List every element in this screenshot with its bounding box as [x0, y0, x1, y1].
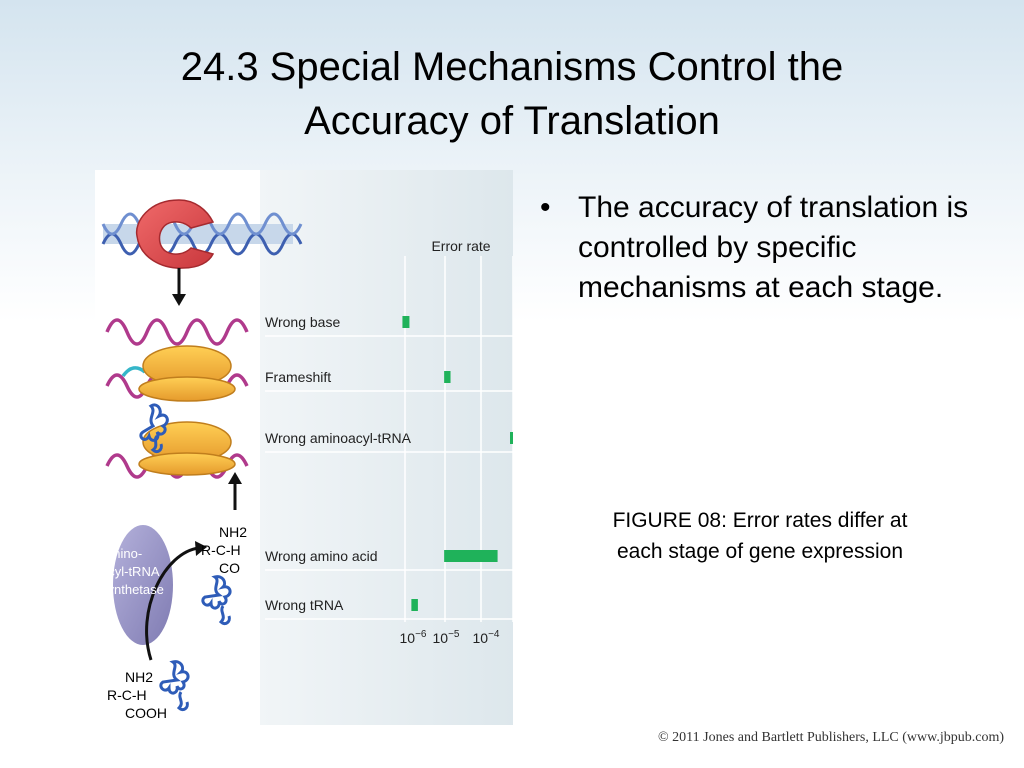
synthetase-label-line-2: acyl-tRNA — [101, 564, 160, 579]
bullet-list: The accuracy of translation is controlle… — [540, 188, 970, 308]
ribosome-small-subunit-icon — [138, 452, 236, 476]
free-amino-acid-line-3: COOH — [125, 705, 167, 721]
mrna-wave-icon — [105, 318, 249, 346]
chart-title: Error rate — [431, 238, 490, 254]
category-label: Wrong tRNA — [265, 597, 344, 613]
up-arrow-icon — [228, 472, 242, 510]
rna-polymerase-icon — [135, 199, 215, 269]
free-amino-acid-line-2: R-C-H — [107, 687, 147, 703]
charged-trna-anticodon-loop — [218, 605, 231, 626]
synthetase-label-line-1: Amino- — [101, 546, 142, 561]
caption-line-1: FIGURE 08: Error rates differ at — [612, 509, 908, 532]
category-label: Wrong amino acid — [265, 548, 378, 564]
reaction-arrow — [145, 546, 200, 661]
ribosome-with-trna-illustration — [105, 403, 249, 479]
copyright-notice: © 2011 Jones and Bartlett Publishers, LL… — [658, 730, 1004, 745]
trna-icon — [139, 403, 169, 442]
uncharged-trna-icon — [159, 660, 190, 695]
x-tick-label: 10−5 — [433, 629, 460, 646]
uncharged-trna-anticodon-loop — [176, 691, 189, 712]
category-label: Wrong base — [265, 314, 340, 330]
free-amino-acid-line-1: NH2 — [125, 669, 153, 685]
figure-svg: Amino- acyl-tRNA synthetase NH2 R-C-H CO… — [101, 199, 513, 721]
dna-transcription-illustration — [101, 199, 303, 269]
error-rate-panel-background — [260, 170, 513, 725]
ribosome-on-mrna-illustration — [105, 345, 249, 402]
bullet-item: The accuracy of translation is controlle… — [540, 188, 970, 308]
category-label: Wrong aminoacyl-tRNA — [265, 430, 412, 446]
mrna-highlight — [121, 366, 147, 378]
synthetase-label-line-3: synthetase — [101, 582, 164, 597]
charged-trna-icon — [201, 575, 232, 610]
slide-title-line-1: 24.3 Special Mechanisms Control the — [180, 45, 844, 89]
reaction-arrowhead-icon — [195, 541, 207, 556]
charged-group-line-3: CO — [219, 560, 240, 576]
x-tick-label: 10−6 — [400, 629, 427, 646]
slide-title: 24.3 Special Mechanisms Control the Accu… — [0, 40, 1024, 148]
error-rate-bar — [411, 599, 418, 611]
charged-group-line-2: R-C-H — [201, 542, 241, 558]
error-rate-bar — [402, 316, 410, 328]
charged-group-line-1: NH2 — [219, 524, 247, 540]
aminoacyl-trna-synthetase-icon — [113, 525, 173, 645]
category-label: Frameshift — [265, 369, 331, 385]
down-arrow-icon — [172, 268, 186, 306]
figure-caption: FIGURE 08: Error rates differ at each st… — [560, 505, 960, 567]
error-rate-bar — [444, 371, 451, 383]
error-rate-bar — [444, 550, 498, 562]
slide-title-line-2: Accuracy of Translation — [304, 99, 720, 143]
error-rate-figure: Amino- acyl-tRNA synthetase NH2 R-C-H CO… — [95, 170, 513, 725]
x-tick-label: 10−4 — [473, 629, 500, 646]
error-rate-bar — [510, 432, 513, 444]
ribosome-small-subunit-icon — [138, 376, 236, 402]
caption-line-2: each stage of gene expression — [616, 540, 904, 563]
trna-anticodon-loop — [150, 434, 163, 454]
